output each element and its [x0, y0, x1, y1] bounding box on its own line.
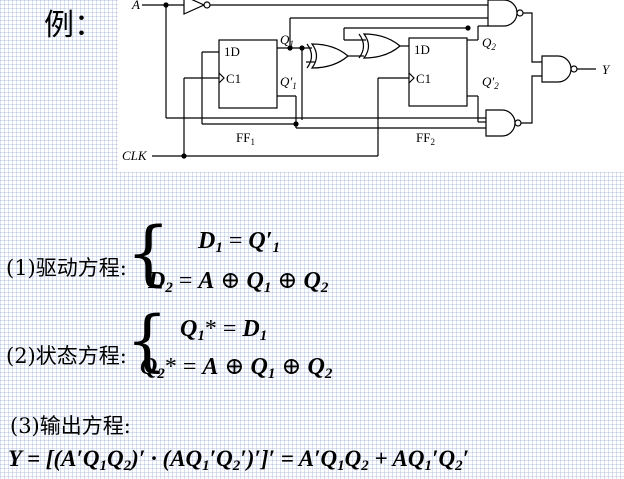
drive-eq-d2: D2 = A ⊕ Q1 ⊕ Q2	[148, 268, 329, 296]
input-clk-label: CLK	[122, 148, 148, 163]
ff2-box	[408, 37, 468, 107]
output-equation-label: (3)输出方程:	[10, 414, 131, 438]
ff2-label: FF2	[416, 130, 435, 147]
drive-equations-label: (1)驱动方程:	[6, 256, 127, 280]
nand-top-bubble	[516, 9, 524, 17]
ff1-q-label: Q1	[280, 32, 294, 49]
output-y-label: Y	[602, 62, 611, 77]
wire-nand-bottom-out	[521, 75, 542, 124]
state-equations-brace: {	[126, 302, 168, 379]
xor2-gate	[362, 33, 401, 59]
nand-bottom-bubble	[514, 119, 522, 127]
ff2-d-pin: 1D	[414, 42, 430, 57]
drive-eq-d1: D1 = Q′1	[198, 228, 280, 256]
nand-top-gate	[487, 0, 518, 27]
ff2-clock-mark	[408, 72, 415, 84]
xor2-back	[358, 33, 365, 59]
example-heading: 例：	[44, 8, 104, 43]
ff2-c-pin: C1	[416, 71, 431, 86]
output-equation: Y = [(A′Q1Q2)′ · (AQ1′Q2′)′]′ = A′Q1Q2 +…	[8, 446, 470, 474]
ff2-qn-label: Q′2	[482, 74, 499, 91]
state-equations-label: (2)状态方程:	[6, 344, 127, 368]
circuit-diagram: A CLK 1D C1 FF1 Q1 Q′1	[118, 0, 624, 172]
ff2-q-label: Q2	[482, 35, 496, 52]
circuit-schematic: A CLK 1D C1 FF1 Q1 Q′1	[122, 0, 611, 163]
state-eq-q2: Q2* = A ⊕ Q1 ⊕ Q2	[140, 354, 333, 382]
state-eq-q1: Q1* = D1	[180, 316, 268, 344]
input-a-label: A	[131, 0, 140, 12]
inverter-bubble	[203, 1, 211, 9]
ff1-d-pin: 1D	[224, 44, 240, 59]
wire-nand-top-out	[523, 12, 542, 63]
drive-equations-brace: {	[126, 212, 171, 294]
ff1-clock-mark	[218, 72, 225, 84]
ff1-c-pin: C1	[226, 71, 241, 86]
ff1-label: FF1	[236, 130, 255, 147]
junction-q2	[465, 25, 471, 31]
xor1-back	[306, 43, 313, 69]
ff1-qn-label: Q′1	[280, 74, 297, 91]
nand-out-gate	[541, 55, 572, 83]
nand-bottom-gate	[485, 109, 516, 137]
ff1-box	[218, 39, 278, 109]
xor1-gate	[310, 43, 349, 69]
nand-out-bubble	[570, 65, 578, 73]
inverter-gate	[183, 0, 206, 15]
